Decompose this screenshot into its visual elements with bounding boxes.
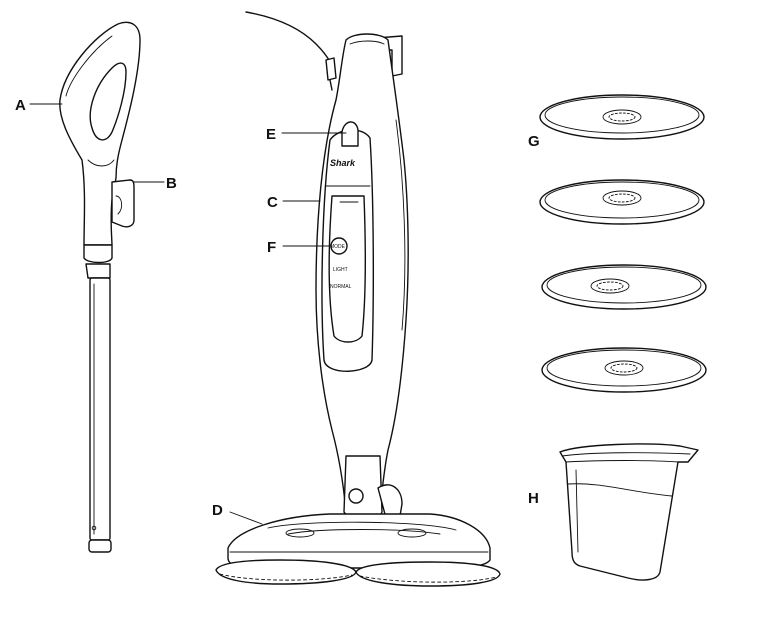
callout-label-f: F xyxy=(267,239,276,256)
callout-f: F xyxy=(267,239,332,256)
callout-label-c: C xyxy=(267,194,278,211)
steam-trigger xyxy=(341,121,359,147)
callout-label-b: B xyxy=(166,175,177,192)
mop-pad xyxy=(539,94,705,140)
handle-assembly xyxy=(59,21,141,553)
callout-label-a: A xyxy=(15,97,26,114)
callout-label-d: D xyxy=(212,502,223,519)
callout-label-h: H xyxy=(528,490,539,507)
callout-b: B xyxy=(133,175,177,192)
callout-c: C xyxy=(267,194,321,211)
mop-pad xyxy=(541,264,707,310)
steam-mop: Shark MODE LIGHT NORMAL xyxy=(215,11,501,587)
wand-tube xyxy=(89,277,111,541)
handle-opening xyxy=(89,62,127,141)
callout-a: A xyxy=(15,97,63,114)
mop-pad xyxy=(541,347,707,393)
cord-clip xyxy=(111,179,135,228)
mop-pads xyxy=(539,94,707,393)
water-window xyxy=(328,195,367,343)
mode-label: MODE xyxy=(330,244,346,250)
measuring-cup xyxy=(559,443,699,581)
callout-label-g: G xyxy=(528,133,540,150)
callout-e: E xyxy=(266,126,347,143)
callout-d: D xyxy=(212,502,263,525)
mop-neck xyxy=(343,455,383,519)
light-label: LIGHT xyxy=(333,267,348,273)
brand-logo: Shark xyxy=(330,158,356,168)
power-cord xyxy=(245,11,331,63)
normal-label: NORMAL xyxy=(330,284,352,290)
mop-pad xyxy=(539,179,705,225)
callout-label-e: E xyxy=(266,126,276,143)
